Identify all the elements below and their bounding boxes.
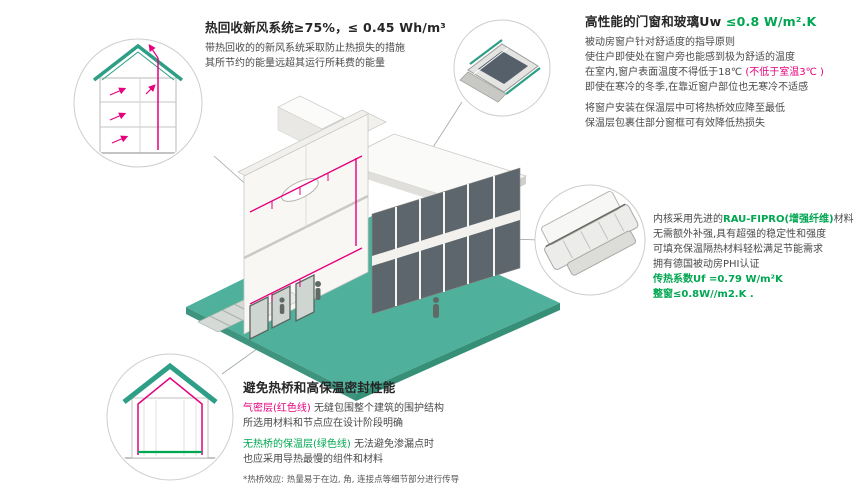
- thermal-body-line: 也应采用导热最慢的组件和材料: [243, 454, 383, 466]
- hrv-body-line: 其所节约的能量远超其运行所耗费的能量: [205, 58, 385, 70]
- profile-uf-value: 传热系数Uf =0.79 W/m²K: [653, 274, 783, 285]
- windows-title: 高性能的门窗和玻璃Uw ≤0.8 W/m².K: [585, 14, 859, 30]
- airtight-layer-text: 无缝包围整个建筑的围护结构: [310, 403, 444, 415]
- profile-body-line: 可填充保温隔热材料轻松满足节能需求: [653, 244, 823, 255]
- thermal-section: 避免热桥和高保温密封性能 气密层(红色线) 无缝包围整个建筑的围护结构 所选用材…: [243, 380, 588, 487]
- thermal-body-line: 气密层(红色线) 无缝包围整个建筑的围护结构: [243, 401, 588, 416]
- profile-intro-end: 材料: [833, 214, 854, 225]
- profile-section: 内核采用先进的RAU-FIPRO(增强纤维)材料 无需额外补强,具有超强的稳定性…: [653, 212, 865, 302]
- windows-body-line: 使住户即使处在窗户旁也能感到极为舒适的温度: [585, 52, 795, 64]
- profile-material-name: RAU-FIPRO(增强纤维): [723, 214, 834, 225]
- airtight-layer-label: 气密层(红色线): [243, 403, 311, 415]
- callout-circle-window-corner: [453, 19, 551, 117]
- windows-title-text: 高性能的门窗和玻璃Uw: [585, 14, 726, 29]
- glass-door: [249, 295, 269, 341]
- callout-circle-hrv: [73, 38, 203, 168]
- thermal-footnote: *热桥效应: 热量易于在边, 角, 连接点等细节部分进行传导: [243, 475, 460, 486]
- windows-body-line: 被动房窗户针对舒适度的指导原则: [585, 37, 735, 49]
- duct-lines: [249, 155, 363, 305]
- windows-title-uvalue: ≤0.8 W/m².K: [725, 14, 817, 29]
- person-figure: [279, 281, 439, 318]
- callout-circle-thermal: [106, 353, 234, 481]
- insulation-layer-text: 无法避免渗漏点时: [350, 439, 434, 451]
- glass-facade: [371, 167, 521, 315]
- windows-body-line: 将窗户安装在保温层中可将热桥效应降至最低: [585, 103, 785, 115]
- windows-section: 高性能的门窗和玻璃Uw ≤0.8 W/m².K 被动房窗户针对舒适度的指导原则 …: [585, 14, 859, 131]
- hrv-section: 热回收新风系统≥75%，≤ 0.45 Wh/m³ 带热回收的的新风系统采取防止热…: [205, 20, 473, 71]
- windows-body-line: 即使在寒冷的冬季,在靠近窗户部位也无寒冷不适感: [585, 82, 809, 94]
- isometric-house: [186, 95, 560, 401]
- profile-body-line: 无需额外补强,具有超强的稳定性和强度: [653, 229, 827, 240]
- thermal-body-line: 无热桥的保温层(绿色线) 无法避免渗漏点时: [243, 437, 588, 452]
- window-profile-drawing: [541, 190, 639, 276]
- thermal-section-drawing: [112, 362, 228, 459]
- profile-uw-value: 整窗≤0.8W//m2.K .: [653, 289, 754, 300]
- windows-body-line: 在室内,窗户表面温度不得低于18℃ (不低于室温3℃ ): [585, 65, 859, 80]
- insulation-layer-label: 无热桥的保温层(绿色线): [243, 439, 351, 451]
- hrv-section-drawing: [92, 43, 184, 154]
- profile-body-line: 内核采用先进的RAU-FIPRO(增强纤维)材料: [653, 212, 865, 227]
- windows-body-line: 保温层包裹住部分窗框可有效降低热损失: [585, 118, 765, 130]
- callout-circle-window-profile: [534, 184, 646, 296]
- hrv-title: 热回收新风系统≥75%，≤ 0.45 Wh/m³: [205, 20, 446, 35]
- profile-intro-text: 内核采用先进的: [653, 214, 723, 225]
- profile-body-line: 拥有德国被动房PHI认证: [653, 259, 760, 270]
- thermal-title: 避免热桥和高保温密封性能: [243, 380, 396, 395]
- hrv-body-line: 带热回收的的新风系统采取防止热损失的措施: [205, 43, 405, 55]
- window-corner-drawing: [459, 39, 541, 103]
- thermal-body-line: 所选用材料和节点应在设计阶段明确: [243, 418, 403, 430]
- windows-temp-note: (不低于室温3℃ ): [745, 67, 824, 79]
- windows-temp-text: 在室内,窗户表面温度不得低于18℃: [585, 67, 746, 79]
